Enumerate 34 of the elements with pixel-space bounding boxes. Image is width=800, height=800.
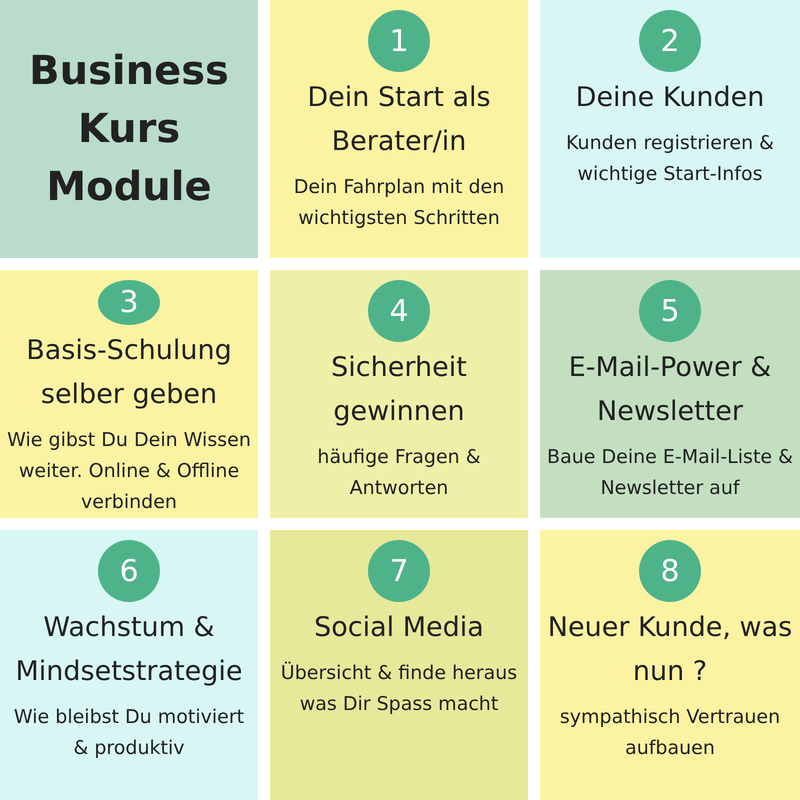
module-tile [0,270,258,518]
module-description: Baue Deine E-Mail-Liste & Newsletter auf [546,445,794,501]
module-description: Wie gibst Du Dein Wissen weiter. Online & Offline verbinden [6,428,252,515]
module-title: Wachstum & Mindsetstrategie [14,611,244,689]
module-description: Übersicht & finde heraus was Dir Spass macht [280,660,518,717]
module-description: Kunden registrieren & wichtige Start-Infos [565,131,775,187]
number-circle: 8 [639,540,701,602]
module-title: Neuer Kunde, was nun ? [546,611,794,689]
module-description: häufige Fragen & Antworten [316,445,482,501]
module-description: Dein Fahrplan mit den wichtigsten Schritten [292,175,506,231]
module-title: Basis-Schulung selber geben [25,334,233,412]
number-circle: 7 [368,540,430,602]
module-title: Social Media [314,611,484,645]
module-title: Deine Kunden [576,81,764,115]
module-title: Sicherheit gewinnen [330,351,468,429]
module-tile [540,0,800,258]
module-title: Dein Start als Berater/in [306,81,492,159]
number-circle: 4 [368,280,430,342]
number-circle: 5 [639,280,701,342]
number-circle: 2 [639,10,701,72]
module-description: Wie bleibst Du motiviert & produktiv [12,705,246,761]
module-tile [0,0,258,258]
module-tile [270,0,528,258]
module-title: E-Mail-Power & Newsletter [568,351,772,429]
module-tile [0,530,258,800]
module-tile [540,270,800,518]
module-tile [540,530,800,800]
module-tile [270,270,528,518]
module-description: sympathisch Vertrauen aufbauen [558,705,782,761]
heading: Business Kurs Module [28,47,230,212]
number-circle: 1 [368,10,430,72]
module-tile [270,530,528,800]
number-circle: 3 [98,280,160,325]
number-circle: 6 [98,540,160,602]
